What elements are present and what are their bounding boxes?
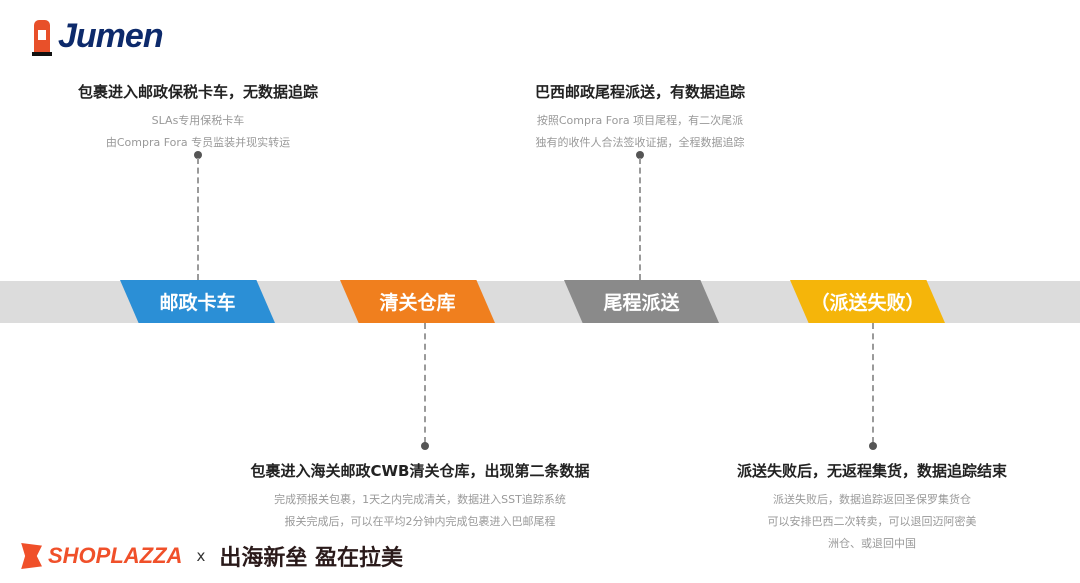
stage-last-mile: 尾程派送	[564, 280, 719, 323]
stage-delivery-failed: （派送失败）	[790, 280, 945, 323]
shoplazza-logo: SHOPLAZZA	[16, 543, 182, 569]
shoplazza-icon	[21, 543, 42, 569]
note-line: 完成预报关包裹，1天之内完成清关，数据进入SST追踪系统	[274, 493, 566, 506]
shoplazza-name: SHOPLAZZA	[48, 543, 183, 568]
note-title: 巴西邮政尾程派送，有数据追踪	[534, 83, 746, 101]
note-line: 洲仓、或退回中国	[827, 537, 916, 550]
note-delivery-failed: 派送失败后，无返程集货，数据追踪结束 派送失败后，数据追踪返回圣保罗集货仓 可以…	[737, 460, 1007, 555]
brand-name: Jumen	[58, 16, 164, 55]
note-line: 可以安排巴西二次转卖，可以退回迈阿密美	[767, 515, 977, 528]
note-line: 独有的收件人合法签收证据，全程数据追踪	[535, 136, 745, 149]
note-title: 包裹进入邮政保税卡车，无数据追踪	[77, 83, 319, 101]
connector-dot	[636, 151, 644, 159]
connector-dot	[869, 442, 877, 450]
note-last-mile: 巴西邮政尾程派送，有数据追踪 按照Compra Fora 项目尾程，有二次尾派 …	[535, 81, 745, 154]
connector-dot	[421, 442, 429, 450]
connector-line	[639, 158, 641, 280]
note-line: 报关完成后，可以在平均2分钟内完成包裹进入巴邮尾程	[284, 515, 556, 528]
connector-line	[424, 323, 426, 443]
slogan: 出海新垒 盈在拉美	[219, 546, 404, 571]
connector-dot	[194, 151, 202, 159]
note-postal-truck: 包裹进入邮政保税卡车，无数据追踪 SLAs专用保税卡车 由Compra Fora…	[78, 81, 318, 154]
note-title: 派送失败后，无返程集货，数据追踪结束	[736, 462, 1008, 480]
connector-line	[197, 158, 199, 280]
postbox-icon	[32, 16, 52, 56]
note-title: 包裹进入海关邮政CWB清关仓库，出现第二条数据	[250, 462, 590, 480]
connector-line	[872, 323, 874, 443]
note-line: 由Compra Fora 专员监装并现实转运	[105, 136, 291, 149]
note-line: 派送失败后，数据追踪返回圣保罗集货仓	[772, 493, 971, 506]
cross-separator: x	[196, 547, 206, 565]
jumen-logo: Jumen	[32, 16, 164, 56]
footer: SHOPLAZZA x 出海新垒 盈在拉美	[16, 540, 403, 572]
note-line: 按照Compra Fora 项目尾程，有二次尾派	[536, 114, 744, 127]
note-customs-warehouse: 包裹进入海关邮政CWB清关仓库，出现第二条数据 完成预报关包裹，1天之内完成清关…	[251, 460, 590, 533]
note-line: SLAs专用保税卡车	[151, 114, 245, 127]
stage-postal-truck: 邮政卡车	[120, 280, 275, 323]
stage-customs-warehouse: 清关仓库	[340, 280, 495, 323]
